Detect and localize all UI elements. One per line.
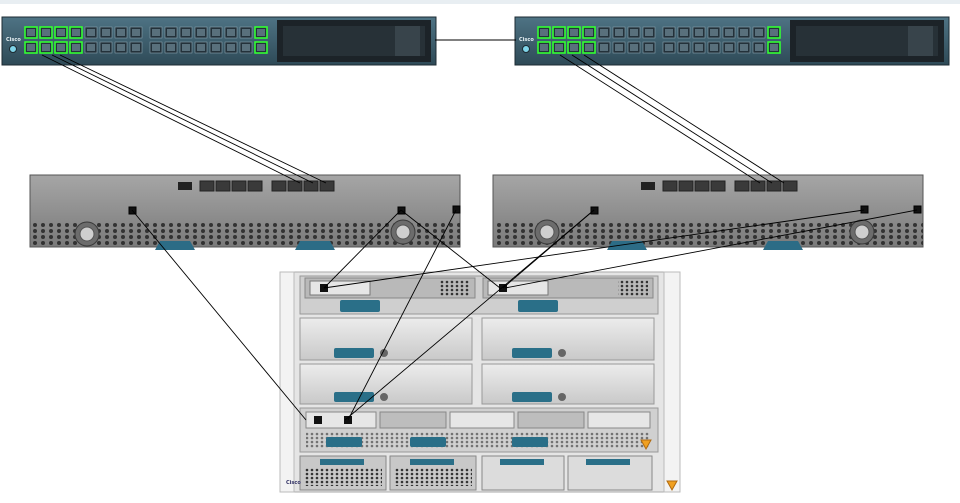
iom-port — [750, 180, 766, 192]
thumbscrew-icon — [854, 224, 870, 240]
connection-line — [323, 209, 865, 289]
power-supply-row — [299, 455, 653, 491]
status-icon-b — [522, 45, 530, 53]
blade-slot-row — [299, 363, 655, 405]
connection-line — [131, 209, 307, 421]
connection-line — [559, 54, 761, 184]
iom-port — [662, 180, 678, 192]
svg-text:Cisco: Cisco — [286, 480, 301, 486]
cisco-logo-b: Cisco — [519, 37, 534, 43]
iom-port — [766, 180, 782, 192]
port-marker — [314, 416, 322, 424]
iom-ports-b — [662, 180, 798, 192]
connection-line — [41, 54, 301, 184]
port-marker — [860, 205, 869, 214]
iom-port — [303, 180, 319, 192]
port-grid-b — [537, 26, 781, 54]
fabric-interconnect-a: Cisco — [1, 16, 437, 66]
warning-icon — [640, 439, 652, 451]
port-marker — [913, 205, 922, 214]
iom-port — [215, 180, 231, 192]
connection-line — [59, 54, 327, 184]
port-marker — [452, 205, 461, 214]
iom-port — [678, 180, 694, 192]
iom-port — [710, 180, 726, 192]
blade-slot-row — [299, 407, 659, 453]
port-marker — [590, 206, 599, 215]
thumbscrew-icon — [395, 224, 411, 240]
status-icon-a — [9, 45, 17, 53]
iom-port — [271, 180, 287, 192]
top-bar — [0, 0, 960, 4]
iom-ports-a — [199, 180, 335, 192]
iom-port — [694, 180, 710, 192]
iom-port — [199, 180, 215, 192]
iom-port — [782, 180, 798, 192]
ucs-5108-blade-chassis: Cisco — [279, 271, 681, 493]
iom-port — [319, 180, 335, 192]
iom-port — [247, 180, 263, 192]
svg-text:Cisco: Cisco — [519, 37, 534, 43]
fabric-extender-a — [29, 174, 461, 250]
warning-icon — [666, 480, 678, 492]
connection-line — [504, 209, 918, 289]
blade-slot-row — [299, 317, 655, 361]
connection-line — [51, 54, 314, 184]
chassis-iom-row — [299, 275, 659, 315]
cisco-logo-a: Cisco — [6, 37, 21, 43]
connection-line — [347, 209, 457, 421]
connection-line — [344, 209, 595, 421]
fabric-interconnect-b: Cisco — [514, 16, 950, 66]
thumbscrew-icon — [539, 224, 555, 240]
iom-port — [734, 180, 750, 192]
connection-line — [400, 209, 501, 289]
port-grid-a — [24, 26, 268, 54]
thumbscrew-icon — [79, 226, 95, 242]
cisco-logo-chassis: Cisco — [286, 480, 301, 486]
connection-line — [571, 54, 773, 184]
fabric-extender-b — [492, 174, 924, 250]
connection-line — [583, 54, 785, 184]
connection-line — [323, 209, 402, 289]
svg-text:Cisco: Cisco — [6, 37, 21, 43]
iom-port — [231, 180, 247, 192]
connection-links — [41, 39, 918, 421]
